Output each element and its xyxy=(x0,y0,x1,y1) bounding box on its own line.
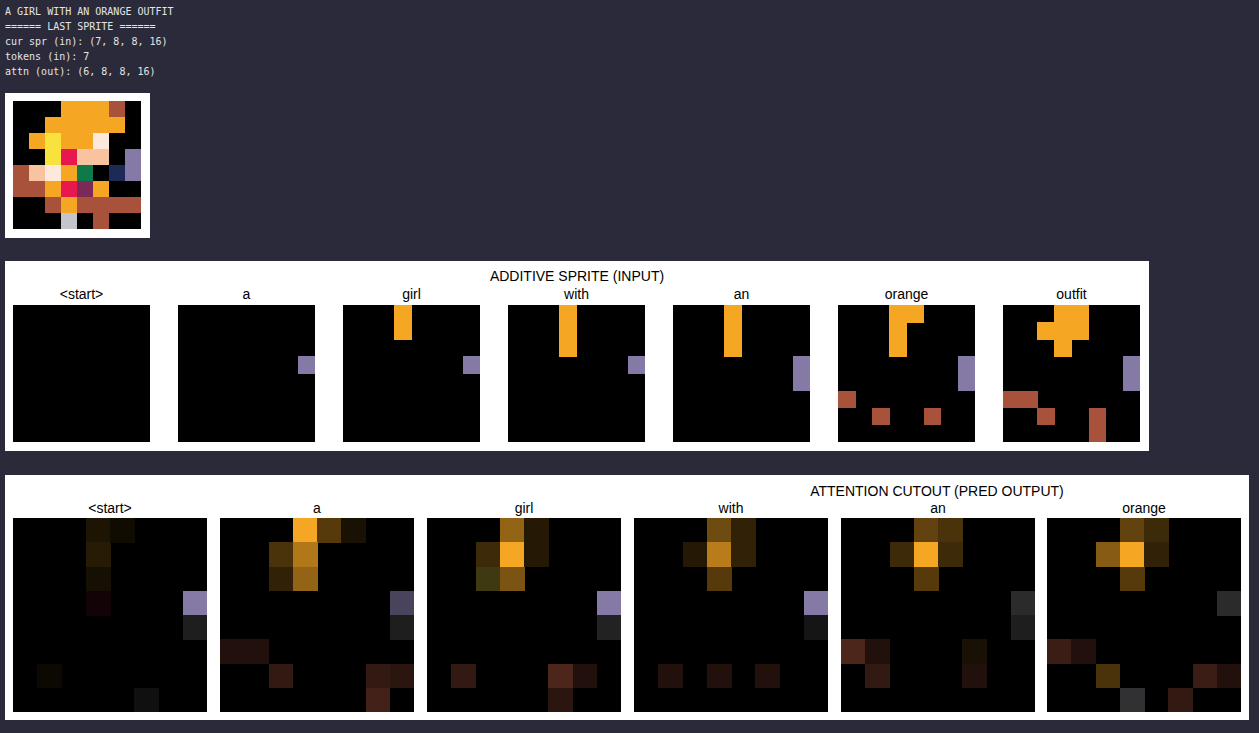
output-line: attn (out): (6, 8, 8, 16) xyxy=(5,66,156,78)
subplot-title: with xyxy=(508,286,645,305)
sprite-frame-image xyxy=(838,305,975,442)
sprite-image xyxy=(13,101,141,229)
section-divider: ====== LAST SPRITE ====== xyxy=(5,21,156,33)
sprite-frame-image xyxy=(220,518,414,712)
panel-title: ADDITIVE SPRITE (INPUT) xyxy=(5,268,1149,284)
panel-title: ATTENTION CUTOUT (PRED OUTPUT) xyxy=(737,483,1137,499)
subplot: a xyxy=(178,286,315,442)
subplot: an xyxy=(673,286,810,442)
subplot-title: orange xyxy=(838,286,975,305)
subplot: with xyxy=(634,500,828,712)
subplot-title: <start> xyxy=(13,286,150,305)
sprite-frame xyxy=(5,93,150,238)
sprite-frame-image xyxy=(13,305,150,442)
sprite-frame-image xyxy=(841,518,1035,712)
subplot-title: girl xyxy=(427,500,621,518)
output-line: A GIRL WITH AN ORANGE OUTFIT xyxy=(5,6,174,18)
sprite-frame-image xyxy=(13,518,207,712)
sprite-frame-image xyxy=(343,305,480,442)
subplot-title: with xyxy=(634,500,828,518)
figure-panel: ATTENTION CUTOUT (PRED OUTPUT) <start> agi… xyxy=(5,475,1249,720)
subplot: <start> xyxy=(13,286,150,442)
figure-panel: ADDITIVE SPRITE (INPUT) <start> a girl with a… xyxy=(5,261,1149,451)
subplot-title: a xyxy=(178,286,315,305)
subplot-title: girl xyxy=(343,286,480,305)
subplot: orange xyxy=(838,286,975,442)
sprite-frame-image xyxy=(1047,518,1241,712)
subplot-title: an xyxy=(841,500,1035,518)
sprite-frame-image xyxy=(427,518,621,712)
subplot: with xyxy=(508,286,645,442)
subplot: <start> xyxy=(13,500,207,712)
subplot-title: outfit xyxy=(1003,286,1140,305)
subplot: orange xyxy=(1047,500,1241,712)
subplot: an xyxy=(841,500,1035,712)
sprite-frame-image xyxy=(1003,305,1140,442)
subplot: a xyxy=(220,500,414,712)
sprite-frame-image xyxy=(634,518,828,712)
sprite-frame-image xyxy=(673,305,810,442)
subplot-title: orange xyxy=(1047,500,1241,518)
subplot: girl xyxy=(427,500,621,712)
subplot-title: an xyxy=(673,286,810,305)
subplot-title: <start> xyxy=(13,500,207,518)
subplot-title: a xyxy=(220,500,414,518)
sprite-frame-image xyxy=(178,305,315,442)
sprite-frame-image xyxy=(508,305,645,442)
subplot: outfit xyxy=(1003,286,1140,442)
subplot: girl xyxy=(343,286,480,442)
output-line: cur spr (in): (7, 8, 8, 16) xyxy=(5,36,168,48)
output-line: tokens (in): 7 xyxy=(5,51,89,63)
